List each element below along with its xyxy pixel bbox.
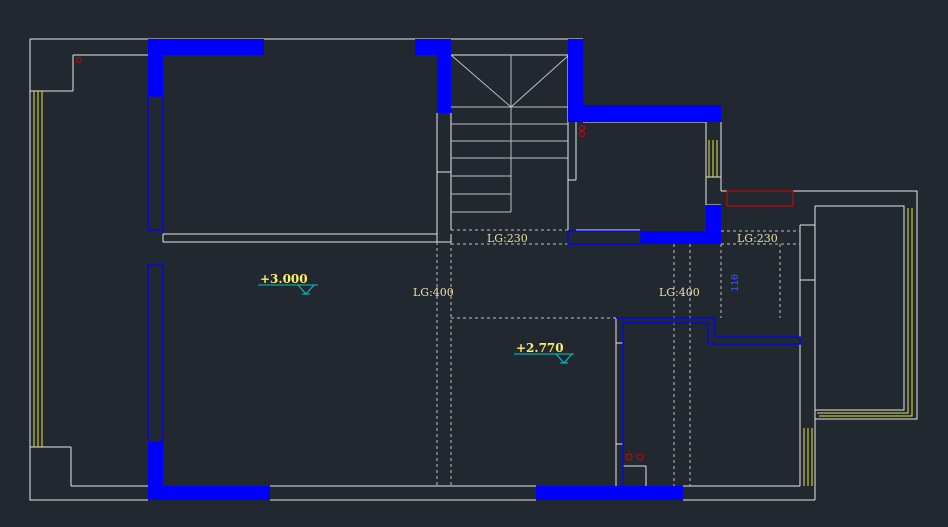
beam-label-1: LG:230 (487, 232, 528, 245)
beam-label-3: LG:400 (659, 286, 700, 299)
level-label-1: +3.000 (260, 272, 308, 286)
beam-label-2: LG:400 (413, 286, 454, 299)
staircase (450, 54, 570, 213)
windows (33, 91, 913, 486)
shear-walls (148, 39, 721, 500)
beam-label-4: LG:230 (737, 232, 778, 245)
level-label-2: +2.770 (516, 341, 564, 355)
dimension-label: 110 (730, 274, 741, 292)
red-marks (76, 57, 794, 461)
hidden-beams (436, 229, 800, 486)
level-mark-1: +3.000 (258, 272, 318, 295)
blue-wall-lines (147, 95, 801, 486)
level-mark-2: +2.770 (514, 341, 574, 364)
